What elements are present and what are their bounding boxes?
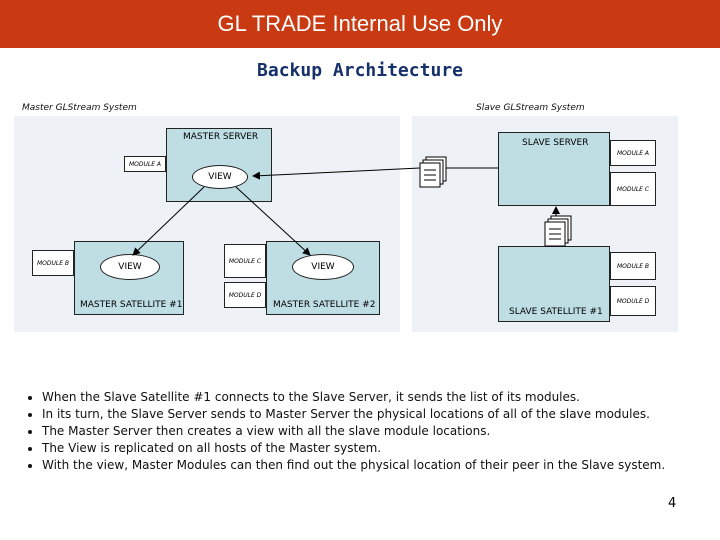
master-satellite-1-module-b: MODULE B bbox=[32, 250, 74, 276]
page-number: 4 bbox=[668, 496, 677, 511]
list-item: In its turn, the Slave Server sends to M… bbox=[42, 406, 665, 423]
list-item: With the view, Master Modules can then f… bbox=[42, 457, 665, 474]
header-banner: GL TRADE Internal Use Only bbox=[0, 0, 720, 48]
slave-server-label: SLAVE SERVER bbox=[522, 138, 589, 148]
master-server-module-a: MODULE A bbox=[124, 156, 166, 172]
master-satellite-1-label: MASTER SATELLITE #1 bbox=[80, 300, 183, 310]
master-satellite-1-view: VIEW bbox=[100, 254, 160, 280]
master-satellite-2-label: MASTER SATELLITE #2 bbox=[273, 300, 376, 310]
list-item: The Master Server then creates a view wi… bbox=[42, 423, 665, 440]
master-system-label: Master GLStream System bbox=[22, 103, 137, 113]
slide-title: Backup Architecture bbox=[257, 60, 463, 81]
slave-satellite-1-box bbox=[498, 246, 610, 322]
slave-server-box bbox=[498, 132, 610, 206]
slave-server-module-a: MODULE A bbox=[610, 140, 656, 166]
slave-system-label: Slave GLStream System bbox=[476, 103, 585, 113]
banner-text: GL TRADE Internal Use Only bbox=[217, 11, 503, 36]
master-server-view: VIEW bbox=[192, 165, 248, 189]
master-server-label: MASTER SERVER bbox=[183, 132, 259, 142]
master-satellite-2-module-c: MODULE C bbox=[224, 244, 266, 278]
list-item: The View is replicated on all hosts of t… bbox=[42, 440, 665, 457]
slave-satellite-1-label: SLAVE SATELLITE #1 bbox=[509, 307, 603, 317]
slave-satellite-1-module-d: MODULE D bbox=[610, 286, 656, 316]
slave-satellite-1-module-b: MODULE B bbox=[610, 252, 656, 280]
master-satellite-2-module-d: MODULE D bbox=[224, 282, 266, 308]
master-satellite-2-view: VIEW bbox=[292, 254, 354, 280]
slave-server-module-c: MODULE C bbox=[610, 172, 656, 206]
list-item: When the Slave Satellite #1 connects to … bbox=[42, 389, 665, 406]
explanation-list: When the Slave Satellite #1 connects to … bbox=[30, 389, 665, 474]
